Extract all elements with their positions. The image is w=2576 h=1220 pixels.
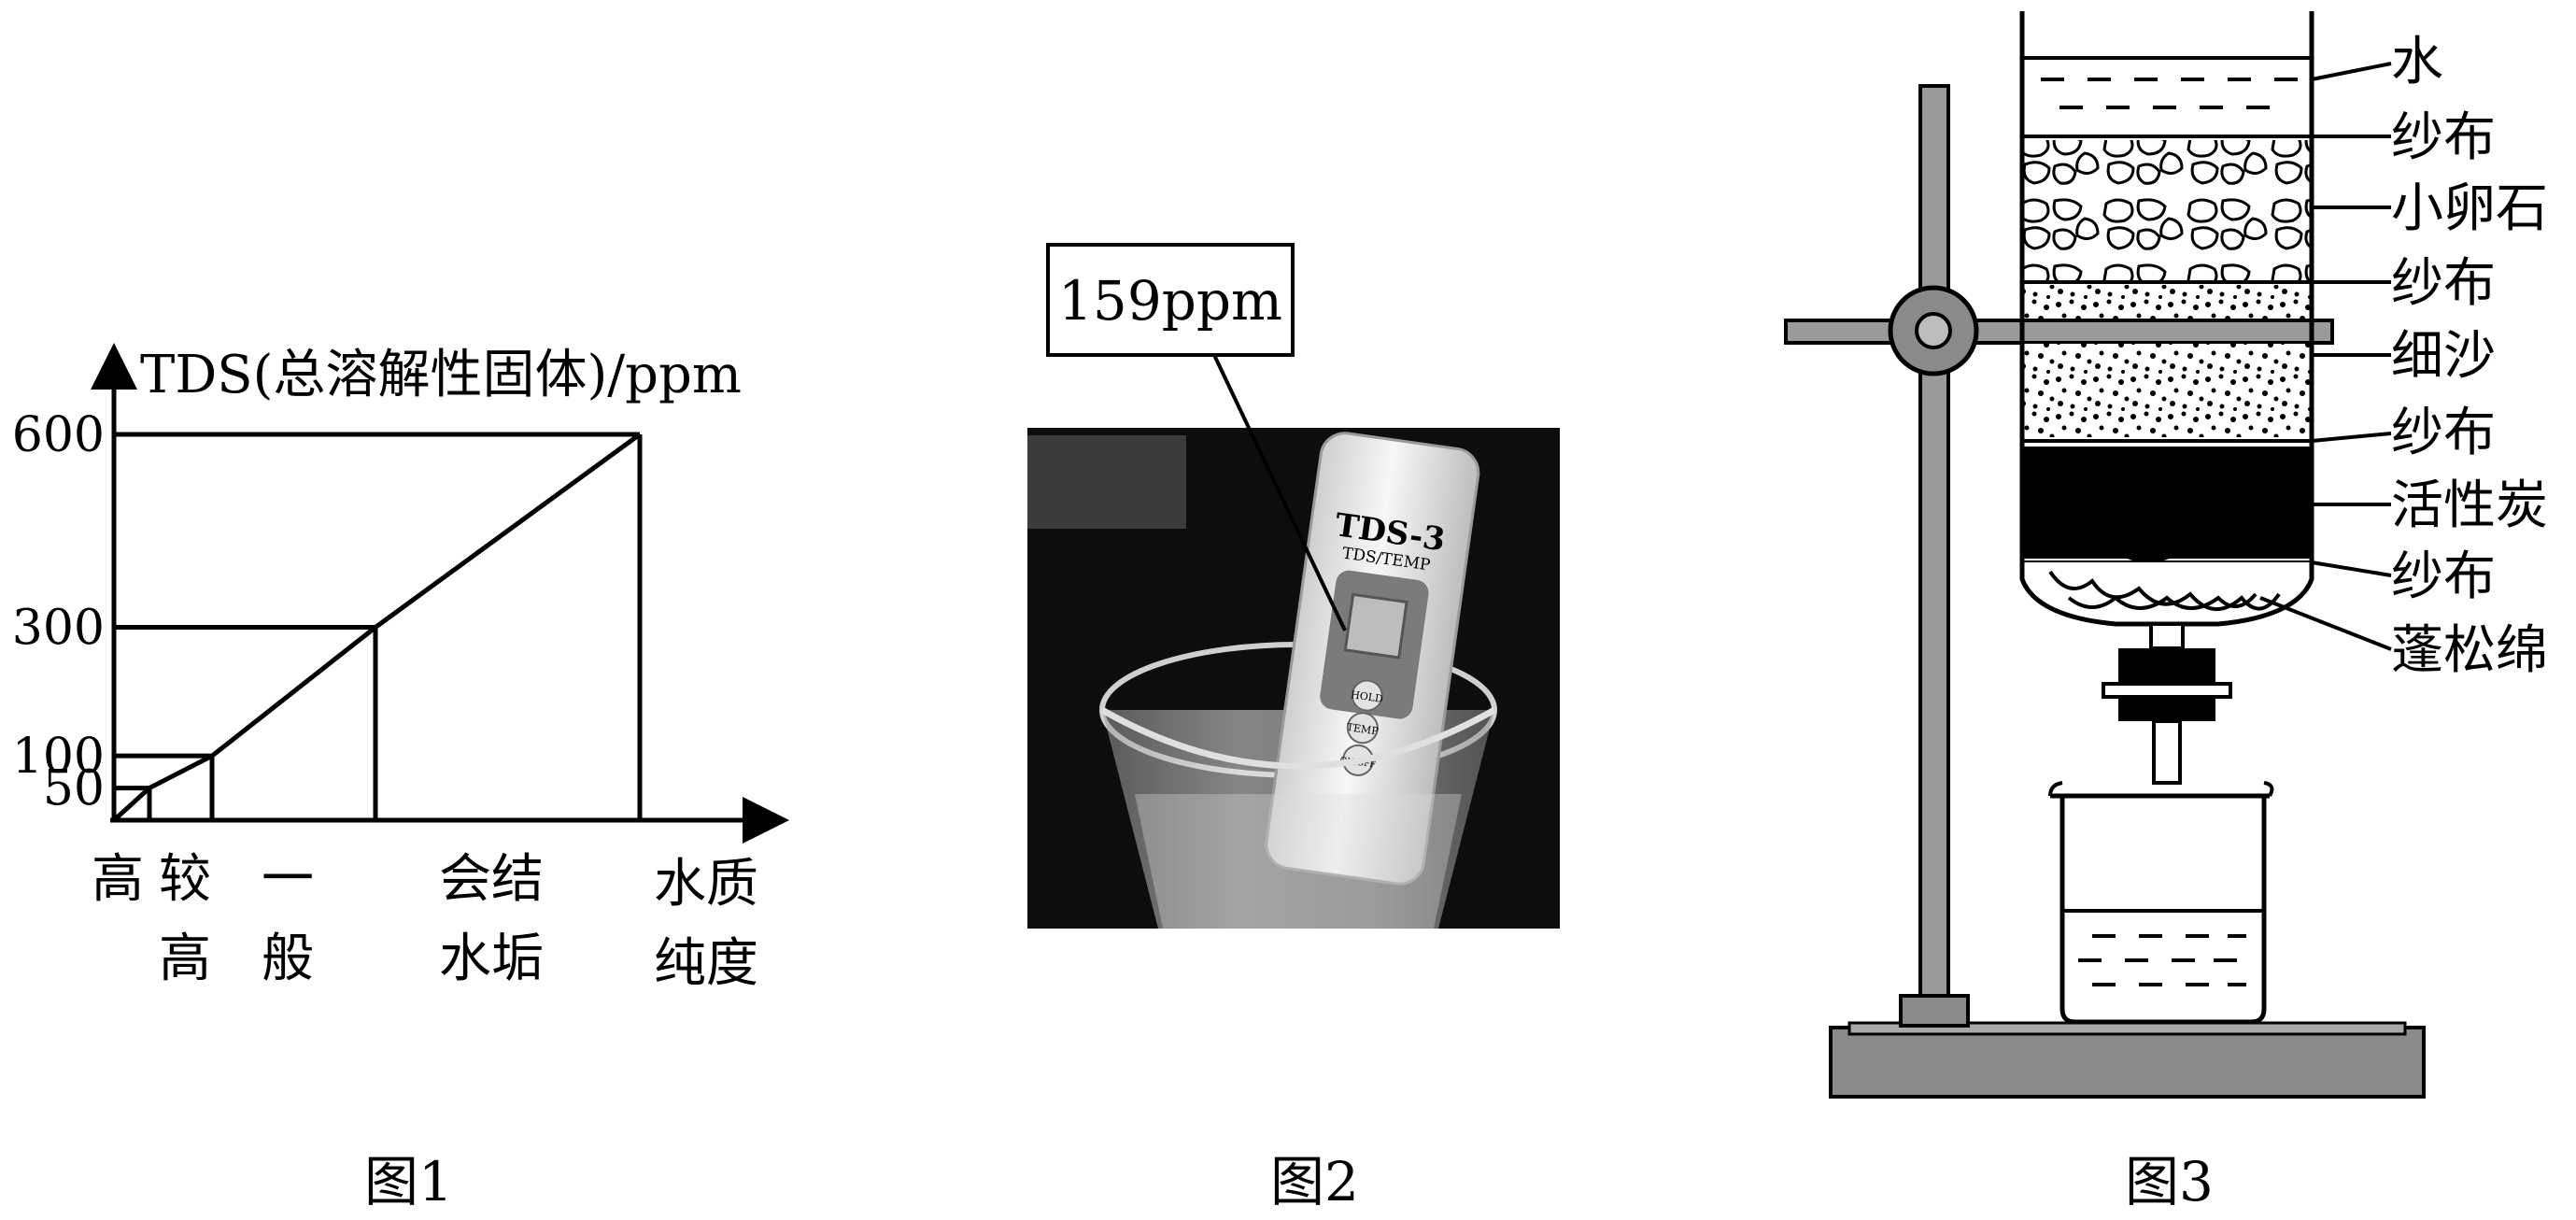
label-fine-sand: 细沙 [2391, 326, 2496, 387]
clamp-arm [1784, 319, 2334, 345]
stand-rod [1918, 84, 1950, 999]
meter-temp-button [1346, 712, 1379, 745]
figure1-chart: TDS(总溶解性固体)/ppm 50100300600高较高一般会结水垢 水质 … [12, 343, 789, 1213]
stopper-ring [2102, 682, 2232, 699]
y-tick-label-2: 300 [12, 601, 105, 657]
reading-value: 159ppm [1058, 269, 1282, 333]
figure3-apparatus: 水 纱布 小卵石 纱布 细沙 纱布 活性炭 纱布 蓬松绵 图3 [1784, 11, 2548, 1213]
meter-hold-button [1351, 679, 1383, 712]
cotton-fill [2048, 570, 2281, 612]
category-label-3-line2: 水垢 [439, 929, 544, 989]
y-tick-label-1: 100 [12, 729, 105, 785]
category-label-0-line1: 高 [92, 849, 144, 910]
meter-display-screen [1343, 592, 1408, 660]
label-gauze-2: 纱布 [2391, 253, 2496, 314]
x-axis-label-line2: 纯度 [654, 933, 758, 994]
spout-neck [2149, 622, 2185, 650]
label-gauze-3: 纱布 [2391, 403, 2496, 463]
leader-lines [2259, 62, 2392, 651]
category-label-1-line1: 较 [159, 849, 211, 910]
meter-hold-label: HOLD [1350, 688, 1383, 705]
meter-temp-label: TEMP [1346, 721, 1380, 738]
receiving-water-dashes [2078, 934, 2246, 986]
label-gauze-1: 纱布 [2391, 107, 2496, 168]
figure1-caption: 图1 [364, 1150, 453, 1213]
receiving-beaker [2050, 793, 2270, 1025]
figure2-caption: 图2 [1270, 1150, 1359, 1213]
figure3-caption: 图3 [2125, 1150, 2214, 1213]
label-water: 水 [2391, 32, 2443, 92]
category-label-3-line1: 会结 [439, 849, 544, 910]
stand-base [1829, 1026, 2426, 1099]
category-label-2-line2: 般 [262, 929, 314, 989]
y-tick-label-0: 50 [43, 761, 105, 817]
label-pebbles: 小卵石 [2391, 178, 2548, 239]
label-charcoal: 活性炭 [2391, 475, 2548, 536]
receiving-beaker-spout [2048, 781, 2274, 798]
clamp-knob-center [1915, 312, 1952, 349]
x-axis-label-line1: 水质 [654, 854, 758, 915]
beaker-rim-front [1100, 706, 1496, 770]
beaker-water [1135, 794, 1462, 929]
pebble-layer [2022, 140, 2312, 280]
category-label-2-line1: 一 [262, 849, 314, 910]
label-cotton: 蓬松绵 [2391, 620, 2548, 681]
chart-marks: 50100300600高较高一般会结水垢 [12, 407, 643, 989]
water-layer [2022, 58, 2312, 133]
stand-rod-foot [1899, 994, 1970, 1028]
reading-callout-line [1212, 354, 1347, 631]
outlet-tube [2152, 719, 2182, 785]
sand-top-strip [2022, 285, 2312, 319]
figure2-photo: TDS-3 TDS/TEMP HOLD TEMP ON/OFF 159ppm 图… [1027, 243, 1560, 1213]
y-tick-label-3: 600 [12, 407, 105, 463]
photo-highlight [1027, 435, 1186, 529]
column-bottom-dome [2019, 562, 2314, 627]
sand-layer [2022, 344, 2312, 437]
label-gauze-4: 纱布 [2391, 546, 2496, 607]
charcoal-layer [2022, 447, 2312, 562]
category-label-1-line2: 高 [159, 929, 211, 989]
water-dashes [2041, 78, 2298, 109]
reading-callout-box [1046, 243, 1295, 357]
tds-meter: TDS-3 TDS/TEMP HOLD TEMP ON/OFF [1265, 432, 1480, 886]
y-axis-label: TDS(总溶解性固体)/ppm [140, 345, 742, 405]
